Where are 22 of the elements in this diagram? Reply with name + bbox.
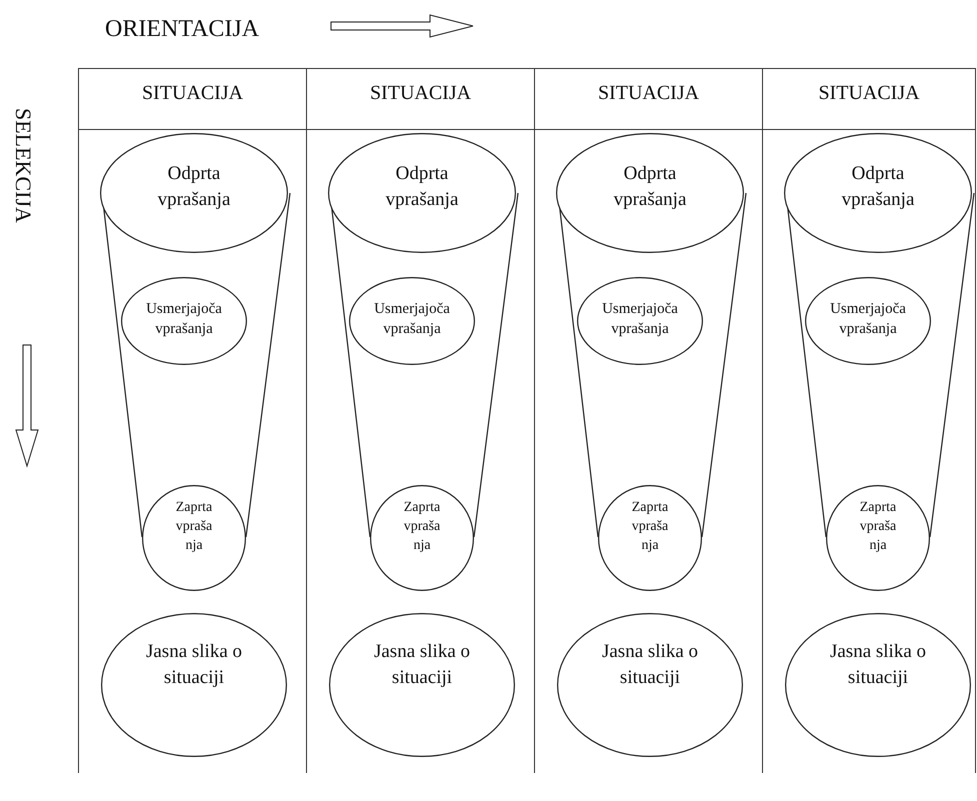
ellipse-text: Odprta vprašanja (840, 162, 916, 212)
ellipse-text: Usmerjajoča vprašanja (829, 300, 907, 340)
ellipse-text: Jasna slika o situaciji (144, 640, 244, 690)
ellipse-text: Jasna slika o situaciji (372, 640, 472, 690)
ellipse-text: Zaprta vpraša nja (174, 499, 214, 555)
ellipse-text: Odprta vprašanja (384, 162, 460, 212)
ellipse-text: Usmerjajoča vprašanja (373, 300, 451, 340)
ellipse-text: Zaprta vpraša nja (402, 499, 442, 555)
ellipse-text: Usmerjajoča vprašanja (145, 300, 223, 340)
ellipse-text: Odprta vprašanja (156, 162, 232, 212)
ellipse-text: Usmerjajoča vprašanja (601, 300, 679, 340)
ellipse-text: Jasna slika o situaciji (600, 640, 700, 690)
ellipse-text: Jasna slika o situaciji (828, 640, 928, 690)
ellipse-text: Zaprta vpraša nja (858, 499, 898, 555)
ellipse-text: Odprta vprašanja (612, 162, 688, 212)
axis-label: ORIENTACIJA (105, 16, 260, 43)
ellipse-text: Zaprta vpraša nja (630, 499, 670, 555)
axis-label: SELEKCIJA (10, 108, 36, 223)
column-heading: SITUACIJA (140, 82, 244, 105)
column-heading: SITUACIJA (817, 82, 921, 105)
column-heading: SITUACIJA (596, 82, 700, 105)
column-heading: SITUACIJA (368, 82, 472, 105)
